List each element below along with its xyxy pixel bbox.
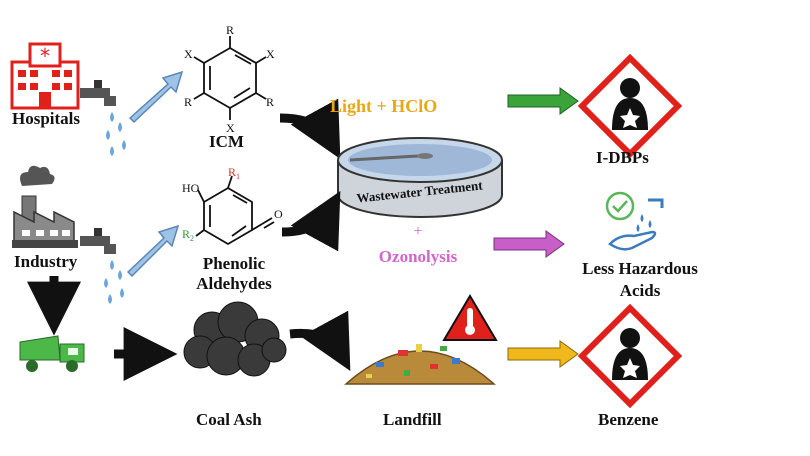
arrow-coal-to-landfill [289,310,351,371]
truck-icon [19,335,85,372]
faucet-icon [80,80,126,156]
arrow-industry-to-aldehydes [126,224,180,278]
svg-text:R: R [184,95,192,109]
icm-substituents: R X R X R X [184,23,275,135]
benzene-label: Benzene [598,410,659,429]
landfill-icon [344,344,496,385]
arrow-aldehydes-to-treatment [281,191,341,252]
svg-text:*: * [40,44,50,68]
less-hazardous-line2: Acids [619,281,661,300]
phenolic-aldehyde-structure [195,175,275,246]
factory-icon [12,165,78,248]
icm-label: ICM [209,132,244,151]
svg-text:X: X [184,47,193,61]
idbps-label: I-DBPs [596,148,649,167]
hospitals-label: Hospitals [12,109,81,128]
coal-ash-label: Coal Ash [196,410,262,429]
heat-warning-icon [442,294,498,341]
arrow-to-idbps [507,87,579,115]
landfill-label: Landfill [383,410,442,429]
phenolic-label-line1: Phenolic [202,254,266,273]
faucet-icon [80,228,124,304]
arrow-icm-to-treatment [279,98,341,159]
coal-ash-icon [183,301,287,377]
less-hazardous-acids-label: Less Hazardous Acids [560,258,720,302]
arrow-to-benzene [507,340,579,368]
svg-text:X: X [266,47,275,61]
health-hazard-icon [577,53,683,159]
svg-text:HO: HO [182,181,200,195]
aldehyde-substituents: HO R1 R2 O [182,165,283,243]
arrow-hospital-to-icm [128,70,184,124]
health-hazard-icon [577,303,683,409]
svg-text:R1: R1 [228,165,240,181]
less-hazardous-line1: Less Hazardous [582,259,698,278]
svg-text:R: R [266,95,274,109]
ozonolysis-label: Ozonolysis [379,247,458,266]
plus-ozonolysis-sign: + [413,223,422,240]
svg-text:X: X [226,121,235,135]
svg-text:O: O [274,207,283,221]
light-hclo-label: Light + HClO [330,96,437,116]
svg-text:R: R [226,23,234,37]
arrow-to-acids [493,230,565,258]
wastewater-tank-icon [337,137,503,218]
industry-label: Industry [14,252,78,271]
svg-text:R2: R2 [182,227,194,243]
handwash-icon [605,191,664,251]
phenolic-label-line2: Aldehydes [196,274,272,293]
phenolic-aldehydes-label: Phenolic Aldehydes [196,254,272,294]
icm-structure [193,36,267,120]
hospital-icon: * [10,42,80,110]
